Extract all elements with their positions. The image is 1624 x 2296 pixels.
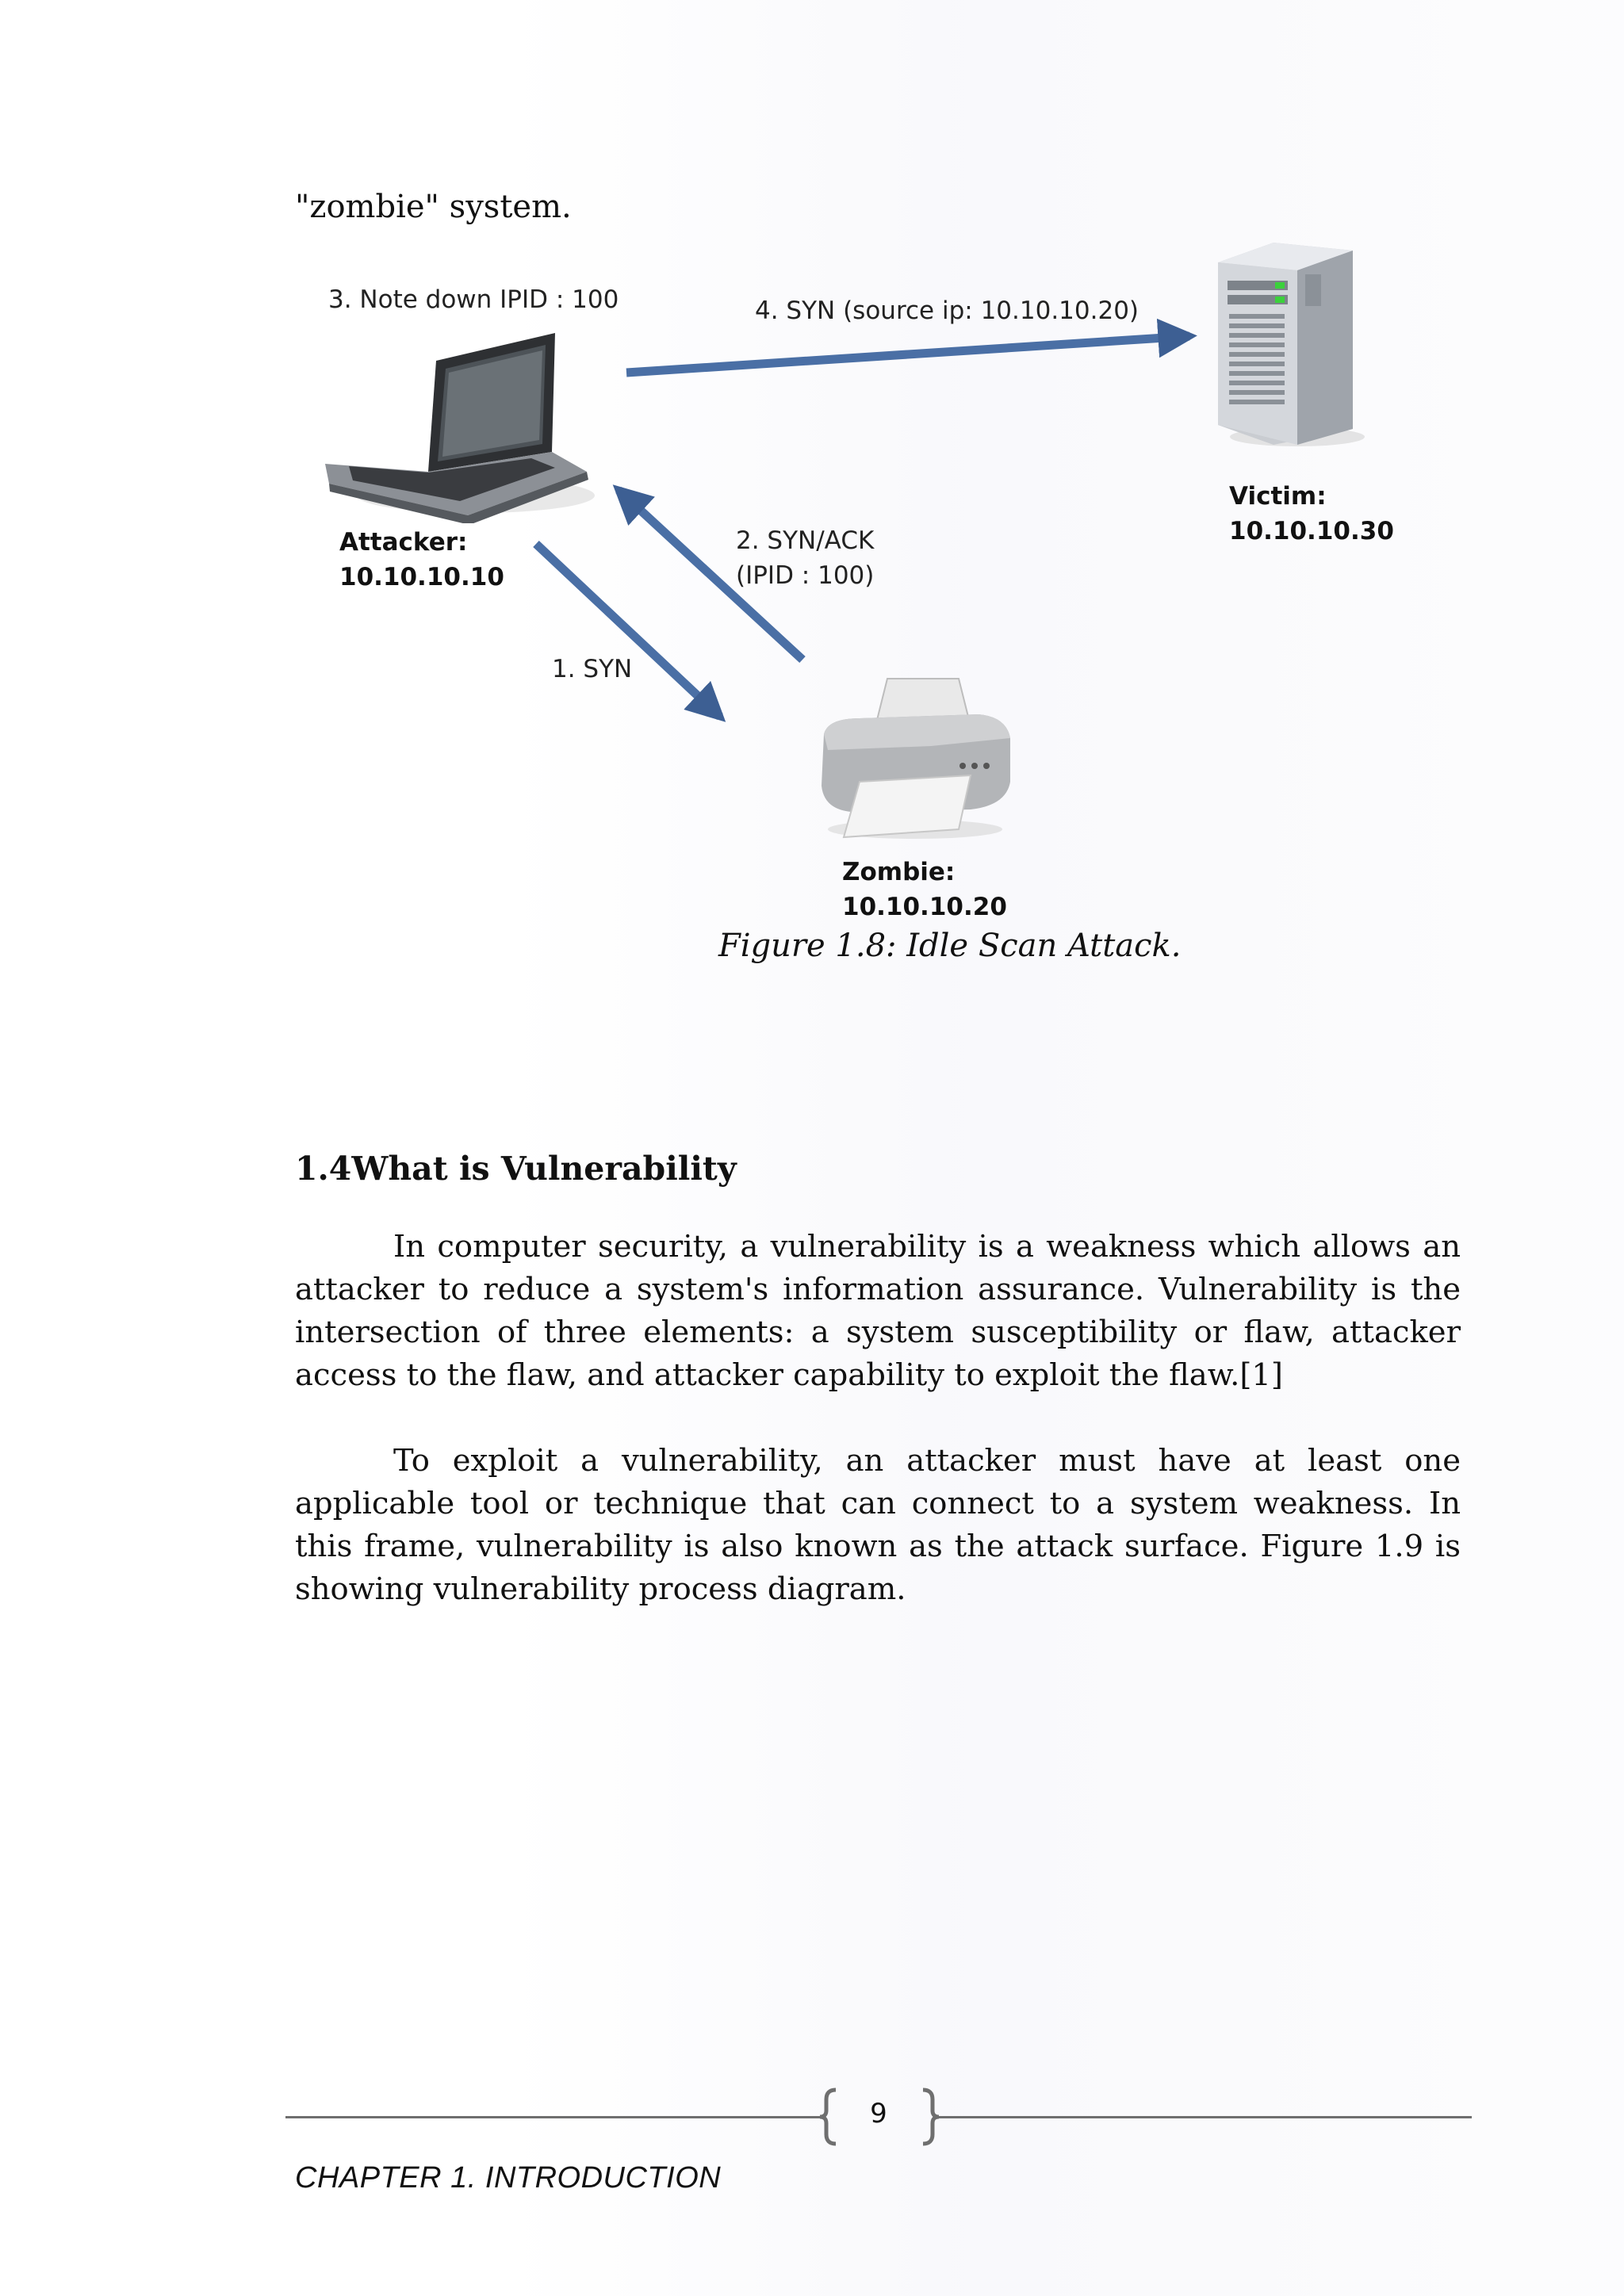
victim-ip: 10.10.10.30 bbox=[1229, 517, 1394, 545]
step1-label: 1. SYN bbox=[552, 655, 633, 683]
zombie-printer-icon bbox=[822, 678, 1010, 839]
left-brace-icon bbox=[819, 2087, 837, 2146]
section-heading: 1.4What is Vulnerability bbox=[295, 1150, 737, 1188]
step4-label: 4. SYN (source ip: 10.10.10.20) bbox=[755, 297, 1139, 325]
arrow-syn-to-victim bbox=[626, 318, 1197, 377]
right-brace-icon bbox=[922, 2087, 940, 2146]
page-number: 9 bbox=[870, 2098, 887, 2130]
intro-text: "zombie" system. bbox=[295, 189, 572, 225]
arrow-syn-to-zombie bbox=[533, 540, 726, 722]
flow-arrows bbox=[533, 318, 1197, 722]
idle-scan-figure: 3. Note down IPID : 100 4. SYN (source i… bbox=[0, 0, 1624, 991]
victim-server-icon bbox=[1218, 243, 1365, 446]
footer-rule-left bbox=[285, 2116, 823, 2118]
attacker-ip: 10.10.10.10 bbox=[339, 563, 504, 591]
footer-rule-right bbox=[936, 2116, 1472, 2118]
paragraph-1: In computer security, a vulnerability is… bbox=[295, 1229, 1461, 1393]
paragraph-2: To exploit a vulnerability, an attacker … bbox=[295, 1443, 1461, 1607]
zombie-title: Zombie: bbox=[842, 858, 956, 886]
step2-label-line2: (IPID : 100) bbox=[736, 561, 875, 590]
attacker-title: Attacker: bbox=[339, 528, 468, 557]
step3-label: 3. Note down IPID : 100 bbox=[328, 285, 619, 314]
figure-caption: Figure 1.8: Idle Scan Attack. bbox=[718, 928, 1182, 964]
victim-title: Victim: bbox=[1229, 482, 1327, 511]
attacker-laptop-icon bbox=[325, 333, 595, 523]
arrow-synack-to-attacker bbox=[612, 484, 806, 664]
page-shading bbox=[508, 0, 1624, 2296]
chapter-footer: CHAPTER 1. INTRODUCTION bbox=[295, 2161, 722, 2195]
step2-label-line1: 2. SYN/ACK bbox=[736, 526, 875, 555]
zombie-ip: 10.10.10.20 bbox=[842, 893, 1007, 921]
